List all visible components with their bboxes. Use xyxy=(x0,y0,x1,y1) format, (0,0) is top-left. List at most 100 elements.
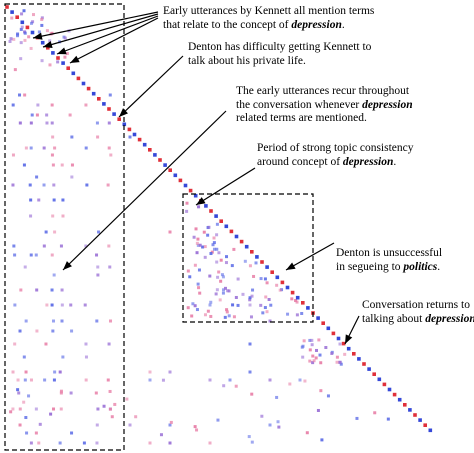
recurrence-point xyxy=(51,135,55,139)
recurrence-point xyxy=(319,361,323,365)
recurrence-point xyxy=(42,244,46,248)
recurrence-point xyxy=(190,314,194,318)
recurrence-point xyxy=(37,30,41,34)
recurrence-point xyxy=(50,288,54,292)
recurrence-point xyxy=(16,378,20,382)
diagonal-point xyxy=(102,102,106,106)
diagonal-point xyxy=(142,142,147,147)
recurrence-point xyxy=(11,183,15,187)
annotation-text: talk about his private life. xyxy=(188,54,306,67)
annotation-text: Denton has difficulty getting Kennett to xyxy=(188,41,372,53)
recurrence-point xyxy=(316,408,320,412)
recurrence-point xyxy=(22,355,26,359)
recurrence-point xyxy=(225,308,229,312)
recurrence-point xyxy=(319,389,323,393)
recurrence-point xyxy=(265,281,269,285)
annotation-text: Early utterances by Kennett all mention … xyxy=(163,5,375,17)
recurrence-point xyxy=(29,253,33,257)
recurrence-point xyxy=(63,36,67,40)
recurrence-point xyxy=(12,37,16,41)
recurrence-point xyxy=(31,20,35,24)
arrow-head xyxy=(345,334,353,344)
recurrence-point xyxy=(290,297,294,301)
recurrence-point xyxy=(275,395,279,399)
recurrence-point xyxy=(267,297,271,301)
recurrence-point xyxy=(50,153,54,157)
diagonal-point xyxy=(61,61,65,65)
recurrence-point xyxy=(264,295,268,299)
recurrence-point xyxy=(254,261,258,265)
recurrence-point xyxy=(234,295,238,299)
recurrence-point xyxy=(134,415,138,419)
recurrence-point xyxy=(206,233,210,237)
recurrence-point xyxy=(248,298,252,302)
diagonal-point xyxy=(219,219,223,223)
diagonal-point xyxy=(362,362,366,366)
recurrence-point xyxy=(60,288,64,292)
arrow-1d xyxy=(69,17,159,64)
recurrence-point xyxy=(110,415,114,419)
recurrence-point xyxy=(234,384,238,388)
recurrence-point xyxy=(19,41,23,45)
arrow-head xyxy=(57,47,67,55)
recurrence-point xyxy=(168,230,172,234)
recurrence-point xyxy=(69,303,73,307)
recurrence-point xyxy=(128,423,132,427)
recurrence-point xyxy=(53,146,57,150)
recurrence-point xyxy=(223,286,227,290)
recurrence-point xyxy=(311,354,315,358)
recurrence-point xyxy=(215,233,219,237)
diagonal-point xyxy=(290,290,295,295)
recurrence-point xyxy=(286,312,290,316)
recurrence-point xyxy=(45,303,49,307)
recurrence-point xyxy=(18,329,22,333)
recurrence-point xyxy=(217,270,221,274)
arrow-2 xyxy=(118,55,184,118)
recurrence-point xyxy=(338,342,342,346)
annotation-text: . xyxy=(393,155,397,168)
recurrence-point xyxy=(18,407,22,411)
recurrence-point xyxy=(95,423,99,427)
recurrence-point xyxy=(109,153,113,157)
recurrence-point xyxy=(40,17,44,21)
recurrence-point xyxy=(203,313,207,317)
diagonal-point xyxy=(377,377,382,382)
annotation-text: in segueing to xyxy=(336,260,404,273)
recurrence-point xyxy=(335,355,339,359)
recurrence-point xyxy=(52,273,56,277)
recurrence-point xyxy=(27,35,31,39)
recurrence-point xyxy=(61,214,65,218)
recurrence-point xyxy=(52,407,56,411)
recurrence-point xyxy=(228,378,232,382)
diagonal-point xyxy=(76,76,81,81)
recurrence-point xyxy=(10,16,14,20)
diagonal-point xyxy=(260,260,264,264)
diagonal-point xyxy=(326,326,331,331)
recurrence-point xyxy=(250,294,254,298)
diagonal-point xyxy=(51,51,55,55)
recurrence-point xyxy=(29,378,33,382)
annotation-text: The early utterances recur throughout xyxy=(236,85,410,97)
recurrence-point xyxy=(260,414,264,418)
recurrence-point xyxy=(219,258,223,262)
recurrence-point xyxy=(275,283,279,287)
recurrence-point xyxy=(45,121,49,125)
recurrence-point xyxy=(195,308,199,312)
arrow-3 xyxy=(62,110,227,271)
diagonal-point xyxy=(234,234,239,239)
recurrence-point xyxy=(9,37,13,41)
recurrence-point xyxy=(263,277,267,281)
recurrence-point xyxy=(95,253,99,257)
diagonal-point xyxy=(117,117,121,121)
recurrence-point xyxy=(70,163,74,167)
recurrence-point xyxy=(195,241,199,245)
recurrence-point xyxy=(20,12,24,16)
diagonal-point xyxy=(397,397,402,402)
diagonal-point xyxy=(97,97,101,101)
recurrence-point xyxy=(268,319,272,323)
recurrence-point xyxy=(13,68,17,72)
recurrence-point xyxy=(168,423,172,427)
diagonal-point xyxy=(188,188,193,193)
recurrence-point xyxy=(106,183,110,187)
recurrence-point xyxy=(330,351,334,355)
